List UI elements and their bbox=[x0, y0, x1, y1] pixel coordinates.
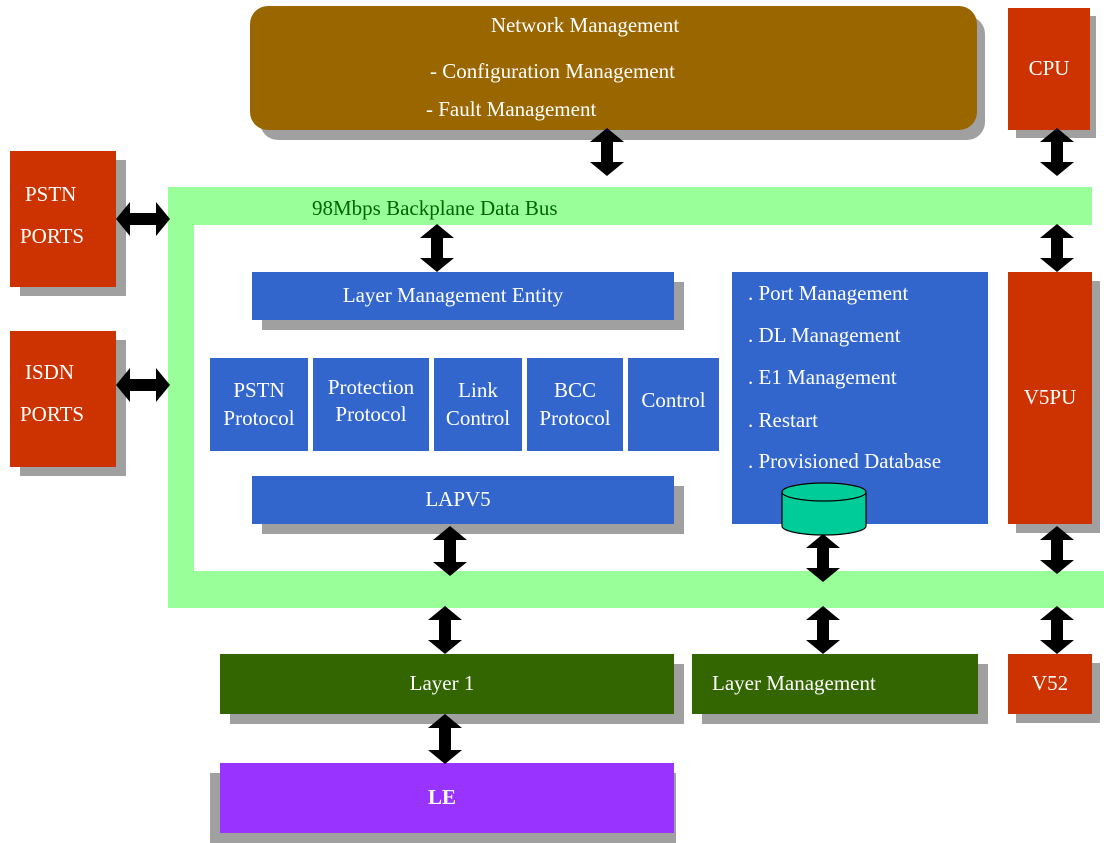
backplane-bus-bottom bbox=[168, 571, 1104, 608]
layer1-box: Layer 1 bbox=[220, 654, 674, 714]
link-control-line1: Link bbox=[458, 378, 498, 403]
nm-to-bus-arrow bbox=[590, 128, 624, 176]
protection-protocol-line1: Protection bbox=[327, 375, 415, 399]
bus-to-layer1-arrow bbox=[428, 606, 462, 654]
database-to-bus-arrow bbox=[806, 534, 840, 582]
management-item: . Restart bbox=[748, 408, 818, 432]
pstn-protocol-line2: Protocol bbox=[223, 405, 295, 430]
v5pu-box: V5PU bbox=[1008, 272, 1092, 524]
protection-protocol-line2: Protocol bbox=[335, 402, 407, 427]
backplane-bus-label: 98Mbps Backplane Data Bus bbox=[312, 196, 558, 220]
isdn-ports-box: ISDN PORTS bbox=[10, 331, 116, 467]
layer-management-entity-box: Layer Management Entity bbox=[252, 272, 674, 320]
network-management-title: Network Management bbox=[490, 13, 680, 37]
backplane-bus-top bbox=[168, 187, 1092, 225]
configuration-management-label: - Configuration Management bbox=[430, 59, 675, 83]
le-box: LE bbox=[220, 763, 674, 833]
pstn-protocol-box: PSTN Protocol bbox=[210, 358, 308, 451]
bcc-protocol-line2: Protocol bbox=[539, 405, 611, 430]
isdn-ports-label-line2: PORTS bbox=[20, 402, 85, 426]
backplane-bus-left bbox=[168, 187, 194, 608]
management-list-box: . Port Management . DL Management . E1 M… bbox=[732, 272, 988, 524]
management-item: . E1 Management bbox=[748, 365, 897, 389]
pstn-to-bus-arrow bbox=[116, 202, 170, 236]
pstn-ports-box: PSTN PORTS bbox=[10, 151, 116, 287]
link-control-box: Link Control bbox=[434, 358, 522, 451]
cpu-to-bus-arrow bbox=[1040, 128, 1074, 176]
bus-to-lme-arrow bbox=[420, 224, 454, 272]
pstn-ports-label-line2: PORTS bbox=[20, 224, 85, 248]
control-box: Control bbox=[628, 358, 719, 451]
lapv5-to-bus-arrow bbox=[433, 526, 467, 576]
management-item: . DL Management bbox=[748, 323, 901, 347]
isdn-to-bus-arrow bbox=[116, 368, 170, 402]
pstn-ports-label-line1: PSTN bbox=[25, 182, 77, 206]
bus-to-v52-arrow bbox=[1040, 606, 1074, 654]
bcc-protocol-line1: BCC bbox=[553, 378, 597, 403]
layer-management-box: Layer Management bbox=[692, 654, 978, 714]
lapv5-box: LAPV5 bbox=[252, 476, 674, 524]
protection-protocol-box: Protection Protocol bbox=[313, 358, 429, 451]
network-management-box: Network Management - Configuration Manag… bbox=[250, 6, 977, 130]
layer1-to-le-arrow bbox=[428, 714, 462, 764]
fault-management-label: - Fault Management bbox=[426, 97, 597, 121]
management-item: . Port Management bbox=[748, 281, 909, 305]
bcc-protocol-box: BCC Protocol bbox=[527, 358, 623, 451]
isdn-ports-label-line1: ISDN bbox=[25, 360, 75, 384]
v5pu-to-bus-arrow bbox=[1040, 526, 1074, 574]
bus-to-v5pu-arrow bbox=[1040, 224, 1074, 272]
bus-to-layer-management-arrow bbox=[806, 606, 840, 654]
link-control-line2: Control bbox=[445, 405, 511, 430]
management-item: . Provisioned Database bbox=[748, 449, 942, 473]
v52-box: V52 bbox=[1008, 654, 1092, 714]
pstn-protocol-line1: PSTN bbox=[233, 378, 285, 403]
cpu-box: CPU bbox=[1008, 8, 1090, 130]
database-icon bbox=[781, 482, 867, 536]
